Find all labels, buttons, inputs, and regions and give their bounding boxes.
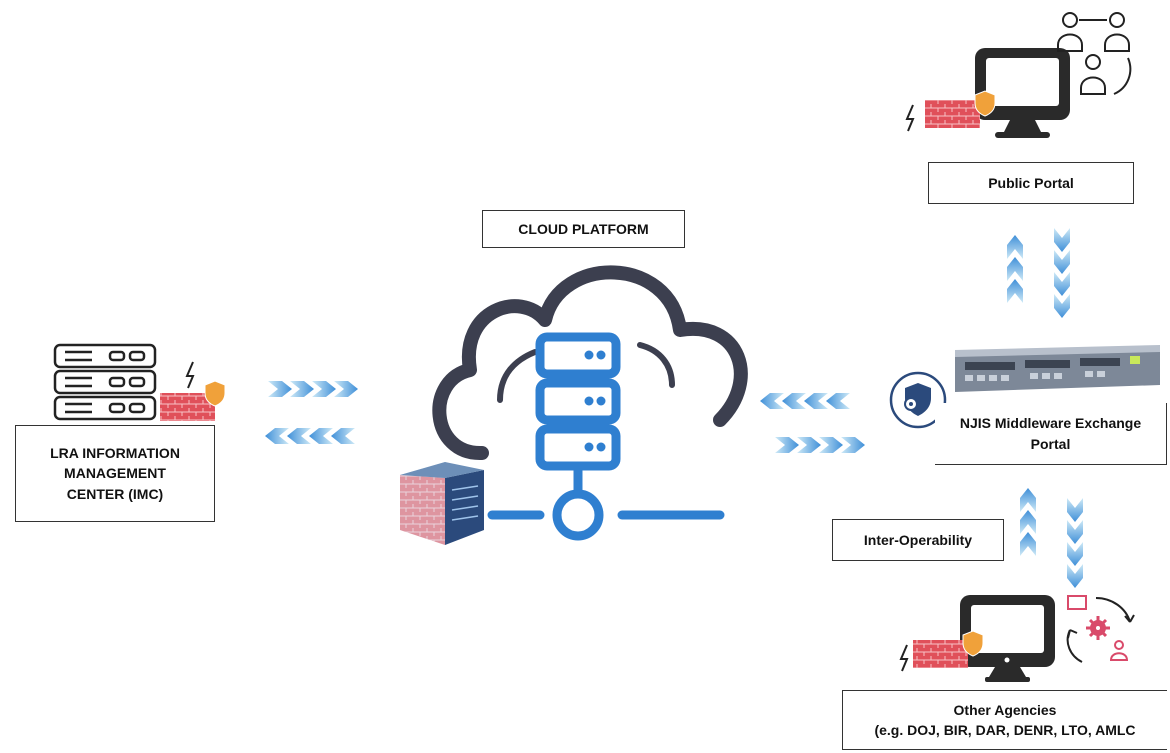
arrow-to-cloud	[268, 381, 358, 397]
lra-imc-line1: LRA INFORMATION	[50, 445, 180, 462]
public-portal-label: Public Portal	[928, 162, 1134, 204]
other-agencies-line1: Other Agencies	[953, 701, 1057, 718]
cloud-platform-label: CLOUD PLATFORM	[482, 210, 685, 248]
datacenter-icon	[400, 462, 484, 545]
interoperability-label: Inter-Operability	[832, 519, 1004, 561]
firewall-icon	[905, 90, 996, 132]
middleware-device-icon	[955, 345, 1160, 392]
server-rack-icon	[53, 343, 157, 421]
other-agencies-line2: (e.g. DOJ, BIR, DAR, DENR, LTO, AMLC	[874, 722, 1136, 738]
arrow-from-cloud	[265, 428, 355, 444]
lra-imc-line2: MANAGEMENT	[64, 465, 166, 482]
middleware-line2: Portal	[1030, 435, 1071, 452]
monitor-icon	[975, 48, 1070, 138]
firewall-icon	[899, 630, 984, 672]
arrow-to-middleware	[775, 437, 865, 453]
users-network-icon	[1057, 12, 1132, 95]
arrow-up-public	[1007, 235, 1023, 303]
arrow-down-agencies	[1067, 498, 1083, 588]
arrow-from-middleware	[760, 393, 850, 409]
firewall-icon	[160, 361, 226, 421]
other-agencies-label: Other Agencies (e.g. DOJ, BIR, DAR, DENR…	[842, 690, 1167, 750]
lra-imc-line3: CENTER (IMC)	[66, 485, 164, 502]
arrow-down-public	[1054, 228, 1070, 318]
lra-imc-label: LRA INFORMATION MANAGEMENT CENTER (IMC)	[15, 425, 215, 522]
arrow-up-agencies	[1020, 488, 1036, 556]
shield-gear-icon	[889, 371, 947, 429]
sync-icon	[1066, 595, 1135, 663]
cloud-server-icon	[432, 265, 748, 541]
middleware-label: NJIS Middleware Exchange Portal	[935, 403, 1167, 465]
middleware-line1: NJIS Middleware Exchange	[959, 415, 1142, 432]
monitor-icon	[960, 595, 1055, 682]
